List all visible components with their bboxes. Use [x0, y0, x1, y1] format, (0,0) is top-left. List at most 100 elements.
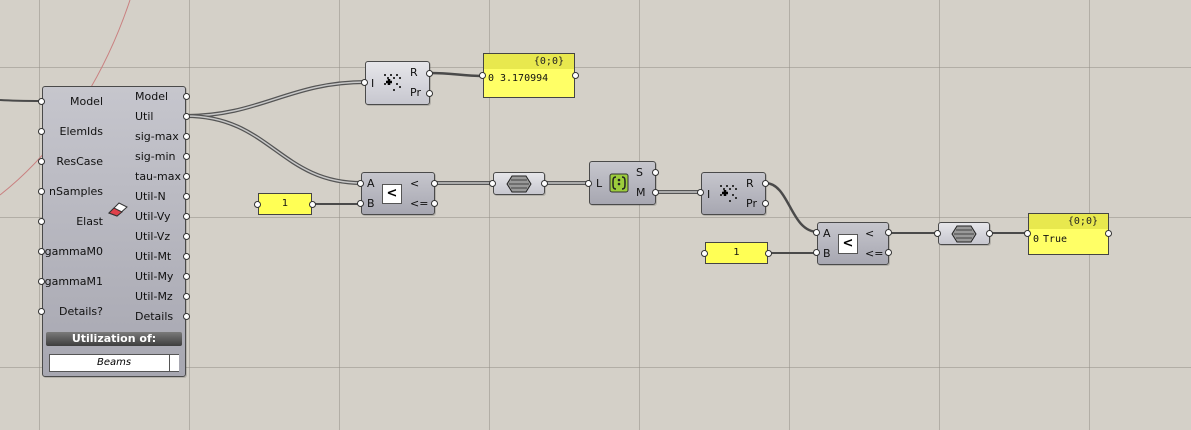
- compare-1-output-lt: <: [410, 177, 420, 190]
- grip-hex2-in[interactable]: [934, 230, 941, 237]
- list-item-2-output-pr: Pr: [746, 197, 757, 210]
- grip-slider2-in[interactable]: [701, 250, 708, 257]
- grip-hex2-out[interactable]: [986, 230, 993, 237]
- grip-slider1-out[interactable]: [309, 201, 316, 208]
- panel-2-value: True: [1043, 234, 1068, 245]
- grip-out-util-mz[interactable]: [183, 293, 190, 300]
- grip-listitem2-pr[interactable]: [762, 200, 769, 207]
- grip-listlength-in[interactable]: [585, 180, 592, 187]
- output-label-util-vy: Util-Vy: [135, 210, 171, 223]
- list-item-component-1[interactable]: I R Pr: [365, 61, 430, 105]
- grip-in-rescase[interactable]: [38, 158, 45, 165]
- input-label-elast: Elast: [76, 215, 103, 228]
- compare-icon: <: [838, 234, 858, 254]
- grip-compare2-le[interactable]: [885, 249, 892, 256]
- output-label-tau-max: tau-max: [135, 170, 181, 183]
- grip-out-util-vz[interactable]: [183, 233, 190, 240]
- grip-out-util-mt[interactable]: [183, 253, 190, 260]
- grip-listitem1-pr[interactable]: [426, 90, 433, 97]
- grip-in-model[interactable]: [38, 98, 45, 105]
- grip-out-util-my[interactable]: [183, 273, 190, 280]
- list-item-2-input-label: I: [707, 188, 711, 201]
- grip-in-details[interactable]: [38, 308, 45, 315]
- grip-out-sig-max[interactable]: [183, 133, 190, 140]
- output-label-util-vz: Util-Vz: [135, 230, 171, 243]
- number-slider-2[interactable]: 1: [705, 242, 768, 264]
- list-item-component-2[interactable]: I R Pr: [701, 172, 766, 215]
- list-length-input-label: L: [596, 177, 603, 190]
- compare-component-1[interactable]: A B < < <=: [361, 172, 435, 215]
- input-label-gammam0: gammaM0: [44, 245, 103, 258]
- grip-out-util-vy[interactable]: [183, 213, 190, 220]
- grip-panel1-out[interactable]: [572, 72, 579, 79]
- grip-listitem2-in[interactable]: [697, 189, 704, 196]
- grip-listitem2-r[interactable]: [762, 180, 769, 187]
- grip-out-details[interactable]: [183, 313, 190, 320]
- list-length-icon: [609, 173, 629, 193]
- compare-component-2[interactable]: A B < < <=: [817, 222, 889, 265]
- grip-in-nsamples[interactable]: [38, 188, 45, 195]
- input-label-gammam1: gammaM1: [44, 275, 103, 288]
- grip-hex1-out[interactable]: [541, 180, 548, 187]
- panel-2[interactable]: {0;0} 0 True: [1028, 213, 1109, 255]
- list-item-icon: [720, 185, 737, 202]
- output-label-util-my: Util-My: [135, 270, 174, 283]
- grip-listlength-s[interactable]: [652, 169, 659, 176]
- hexagon-icon: [951, 225, 977, 243]
- utilization-dropdown[interactable]: Beams: [49, 354, 179, 372]
- grip-compare1-le[interactable]: [431, 200, 438, 207]
- grip-hex1-in[interactable]: [489, 180, 496, 187]
- grip-panel2-in[interactable]: [1024, 230, 1031, 237]
- grip-out-tau-max[interactable]: [183, 173, 190, 180]
- grip-in-gammam0[interactable]: [38, 248, 45, 255]
- grip-slider2-out[interactable]: [765, 250, 772, 257]
- grip-panel2-out[interactable]: [1105, 230, 1112, 237]
- grip-listitem1-in[interactable]: [361, 79, 368, 86]
- grip-out-util[interactable]: [183, 113, 190, 120]
- compare-icon: <: [382, 184, 402, 204]
- dropdown-arrow[interactable]: [169, 355, 179, 371]
- list-length-component[interactable]: L S M: [589, 161, 656, 205]
- wire-listitem2-compare2: [764, 181, 819, 234]
- wire-model-in: [0, 99, 43, 102]
- list-item-1-output-pr: Pr: [410, 86, 421, 99]
- grip-listitem1-r[interactable]: [426, 70, 433, 77]
- grip-compare2-lt[interactable]: [885, 229, 892, 236]
- panel-1-header: {0;0}: [484, 54, 574, 69]
- grip-out-model[interactable]: [183, 93, 190, 100]
- grip-in-elemids[interactable]: [38, 128, 45, 135]
- input-label-rescase: ResCase: [56, 155, 103, 168]
- compare-2-output-lt: <: [865, 227, 875, 240]
- panel-2-index: 0: [1033, 234, 1040, 245]
- grip-in-gammam1[interactable]: [38, 278, 45, 285]
- grip-compare1-b[interactable]: [357, 200, 364, 207]
- grip-compare1-lt[interactable]: [431, 180, 438, 187]
- grip-compare2-a[interactable]: [813, 229, 820, 236]
- utilization-component[interactable]: Model ElemIds ResCase nSamples Elast gam…: [42, 86, 186, 377]
- grip-listlength-m[interactable]: [652, 189, 659, 196]
- compare-1-output-le: <=: [410, 197, 429, 210]
- compare-2-output-le: <=: [865, 247, 884, 260]
- grip-out-util-n[interactable]: [183, 193, 190, 200]
- grip-panel1-in[interactable]: [479, 72, 486, 79]
- boolean-param-1[interactable]: [493, 172, 545, 195]
- grip-slider1-in[interactable]: [254, 201, 261, 208]
- grip-out-sig-min[interactable]: [183, 153, 190, 160]
- grip-in-elast[interactable]: [38, 218, 45, 225]
- compare-2-input-b: B: [823, 247, 831, 260]
- list-length-output-m: M: [636, 186, 646, 199]
- panel-1[interactable]: {0;0} 0 3.170994: [483, 53, 575, 98]
- number-slider-1[interactable]: 1: [258, 193, 312, 215]
- utilization-section-label: Utilization of:: [46, 332, 182, 346]
- input-label-model: Model: [69, 95, 103, 108]
- input-label-details: Details?: [59, 305, 103, 318]
- list-item-1-output-r: R: [410, 66, 418, 79]
- hexagon-icon: [506, 175, 532, 193]
- output-label-util-n: Util-N: [135, 190, 166, 203]
- boolean-param-2[interactable]: [938, 222, 990, 245]
- grip-compare1-a[interactable]: [357, 180, 364, 187]
- grip-compare2-b[interactable]: [813, 249, 820, 256]
- wire-listitem1-panel1: [428, 71, 485, 78]
